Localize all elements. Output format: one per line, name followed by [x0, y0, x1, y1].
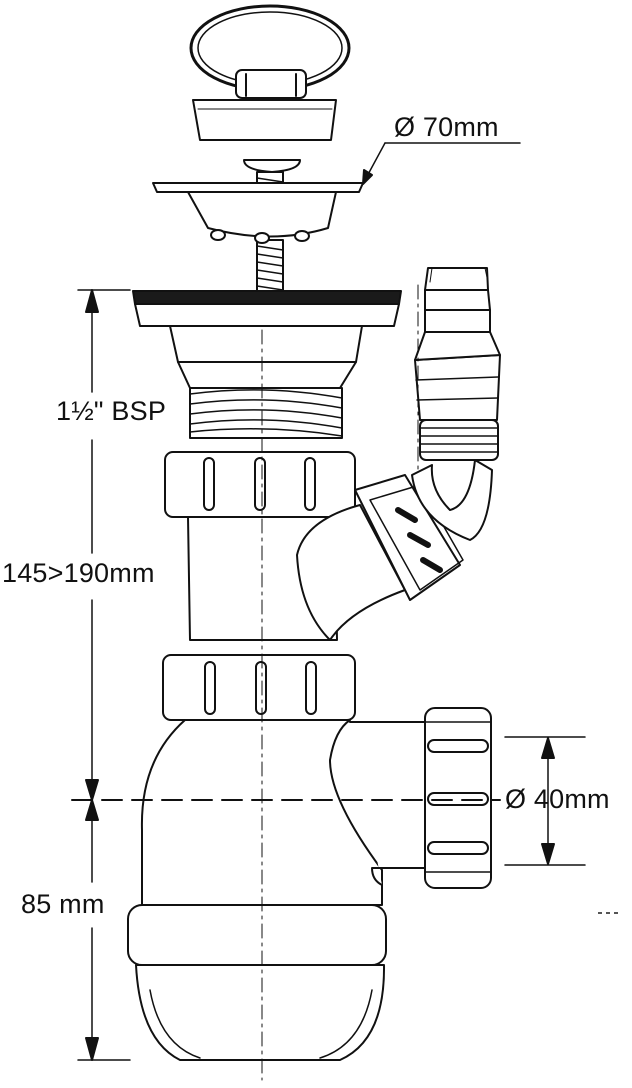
thread-size-label: 1½" BSP — [56, 396, 167, 426]
hose-branch — [296, 459, 493, 641]
upper-nut — [164, 451, 356, 518]
strainer-cup — [152, 182, 364, 244]
hose-tail — [414, 267, 501, 461]
seal-depth-label: 85 mm — [21, 889, 105, 919]
bsp-thread — [189, 387, 343, 439]
lower-nut — [162, 654, 356, 721]
outlet-flange — [132, 290, 402, 389]
trap-bowl — [127, 719, 426, 1061]
outlet-dimension-line — [504, 736, 586, 866]
height-dimension-line — [77, 289, 131, 1061]
outlet-diameter-label: Ø 40mm — [505, 784, 610, 814]
centre-lines — [261, 284, 419, 1081]
scan-specks — [598, 912, 618, 914]
height-range-label: 145>190mm — [2, 558, 155, 588]
strainer-diameter-label: Ø 70mm — [394, 112, 499, 142]
rubber-plug — [192, 99, 337, 141]
plug-ring — [189, 4, 351, 99]
outlet-nut — [424, 707, 492, 889]
leader-arrow-70 — [362, 142, 521, 185]
